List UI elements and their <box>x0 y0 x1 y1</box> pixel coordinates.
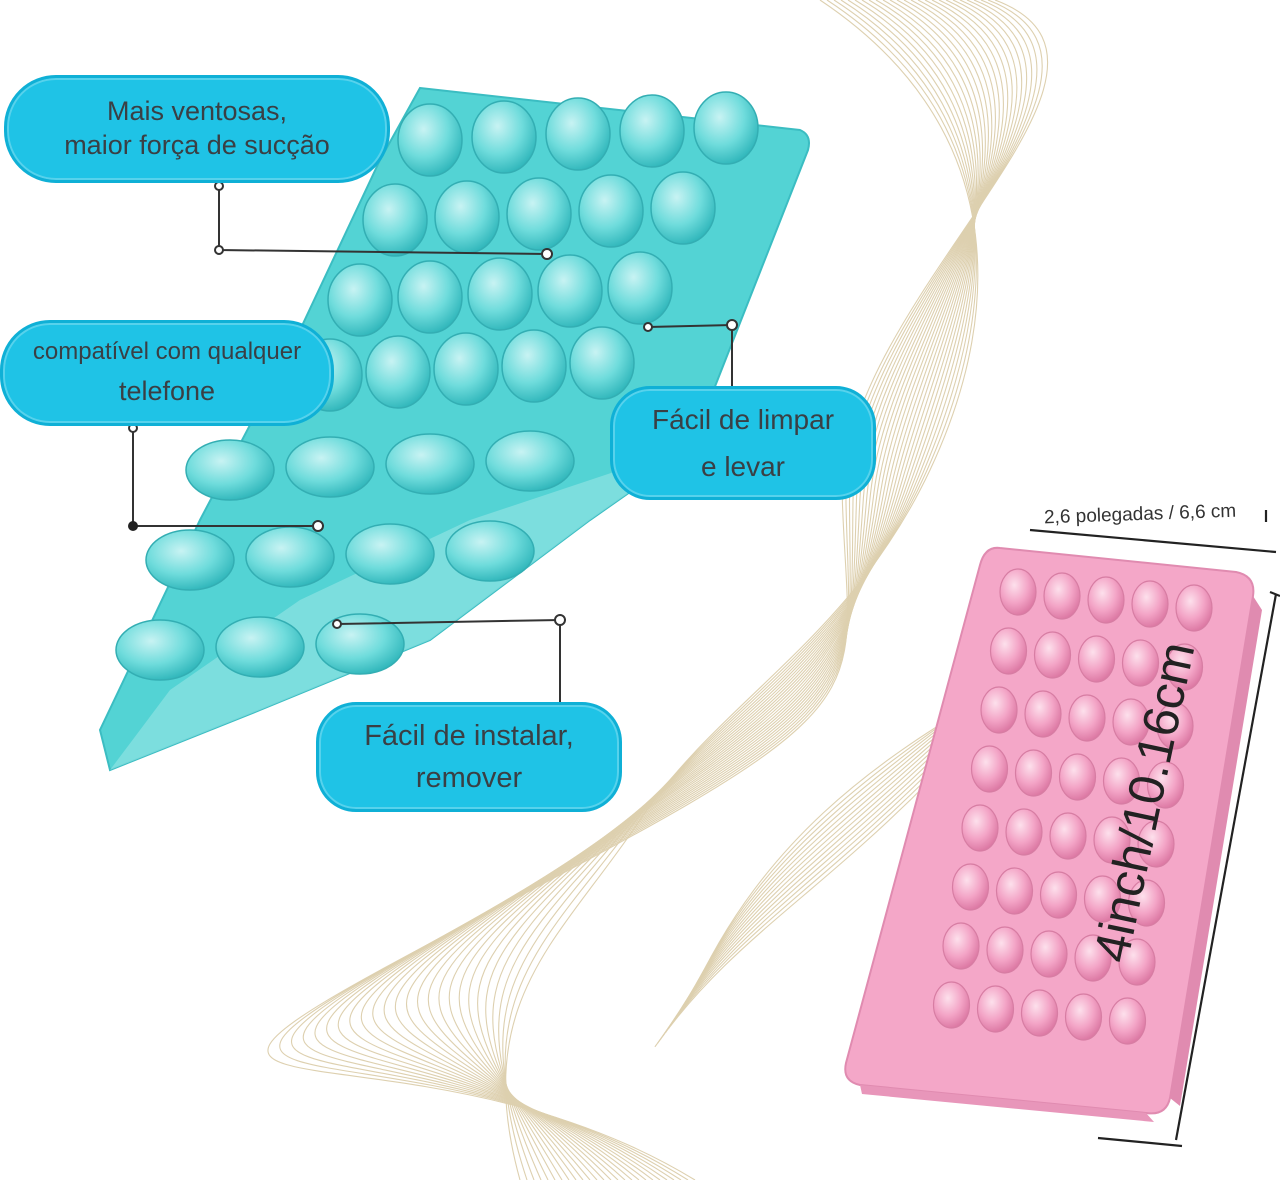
suction-cup <box>1033 631 1072 679</box>
suction-cup <box>501 329 567 403</box>
suction-cup <box>467 257 533 331</box>
callout-suction: Mais ventosas, maior força de sucção <box>4 75 390 183</box>
suction-cup <box>1175 584 1213 632</box>
suction-cup <box>385 433 475 495</box>
suction-cup <box>433 332 499 406</box>
suction-cup <box>1087 576 1125 624</box>
suction-cup <box>986 926 1024 974</box>
suction-cup <box>397 103 463 177</box>
suction-cup <box>362 183 428 257</box>
callout-clean: Fácil de limpar e levar <box>610 386 876 500</box>
suction-cup <box>650 171 716 245</box>
suction-cup <box>1127 879 1166 927</box>
suction-cup <box>1118 938 1156 986</box>
suction-cup <box>1083 875 1122 923</box>
suction-cup <box>115 619 205 681</box>
callout-suction-line1: Mais ventosas, <box>106 96 288 127</box>
suction-cup <box>145 529 235 591</box>
suction-cup <box>445 520 535 582</box>
callout-compatible-line1: compatível com qualquer <box>32 338 302 366</box>
suction-cup <box>942 922 980 970</box>
callout-install: Fácil de instalar, remover <box>316 702 622 812</box>
suction-cup <box>327 263 393 337</box>
suction-cup <box>1049 812 1087 860</box>
suction-cup <box>1074 934 1112 982</box>
suction-cup <box>1108 997 1147 1045</box>
suction-cup <box>1039 871 1078 919</box>
suction-cup <box>1005 808 1043 856</box>
suction-cup <box>1068 694 1106 742</box>
callout-install-line2: remover <box>415 762 523 794</box>
suction-cup <box>995 867 1034 915</box>
suction-cup <box>569 326 635 400</box>
suction-cup <box>1014 749 1053 797</box>
suction-cup <box>215 616 305 678</box>
suction-cup <box>1064 993 1103 1041</box>
suction-cup <box>1020 989 1059 1037</box>
suction-cup <box>1146 761 1185 809</box>
suction-cup <box>607 251 673 325</box>
suction-cup <box>961 804 999 852</box>
suction-cup <box>545 97 611 171</box>
callout-compatible: compatível com qualquer telefone <box>0 320 334 426</box>
suction-cup <box>485 430 575 492</box>
suction-cup <box>285 436 375 498</box>
suction-cup <box>1156 702 1194 750</box>
suction-cup <box>1137 820 1175 868</box>
suction-cup <box>365 335 431 409</box>
suction-cup <box>185 439 275 501</box>
callout-clean-line1: Fácil de limpar <box>651 404 835 435</box>
suction-cup <box>932 981 971 1029</box>
suction-cup <box>1121 639 1160 687</box>
suction-cup <box>1030 930 1068 978</box>
suction-cup <box>976 985 1015 1033</box>
callout-compatible-line2: telefone <box>118 376 216 407</box>
suction-cup <box>1131 580 1169 628</box>
suction-cup <box>1077 635 1116 683</box>
suction-cup <box>1024 690 1062 738</box>
suction-cup <box>980 686 1018 734</box>
suction-cup <box>989 627 1028 675</box>
suction-cup <box>1165 643 1204 691</box>
suction-cup <box>397 260 463 334</box>
suction-cup <box>999 568 1037 616</box>
suction-cup <box>1102 757 1141 805</box>
suction-cup <box>345 523 435 585</box>
suction-cup <box>315 613 405 675</box>
suction-cup <box>619 94 685 168</box>
suction-cup <box>951 863 990 911</box>
callout-install-line1: Fácil de instalar, <box>364 719 574 752</box>
suction-cup <box>537 254 603 328</box>
suction-cup <box>1112 698 1150 746</box>
callout-suction-line2: maior força de sucção <box>64 130 330 160</box>
suction-cup <box>1093 816 1131 864</box>
suction-cup <box>578 174 644 248</box>
suction-cup <box>693 91 759 165</box>
suction-cup <box>970 745 1009 793</box>
suction-cup <box>1058 753 1097 801</box>
suction-cup <box>506 177 572 251</box>
suction-cup <box>1043 572 1081 620</box>
callout-clean-line2: e levar <box>700 451 786 482</box>
suction-cup <box>471 100 537 174</box>
